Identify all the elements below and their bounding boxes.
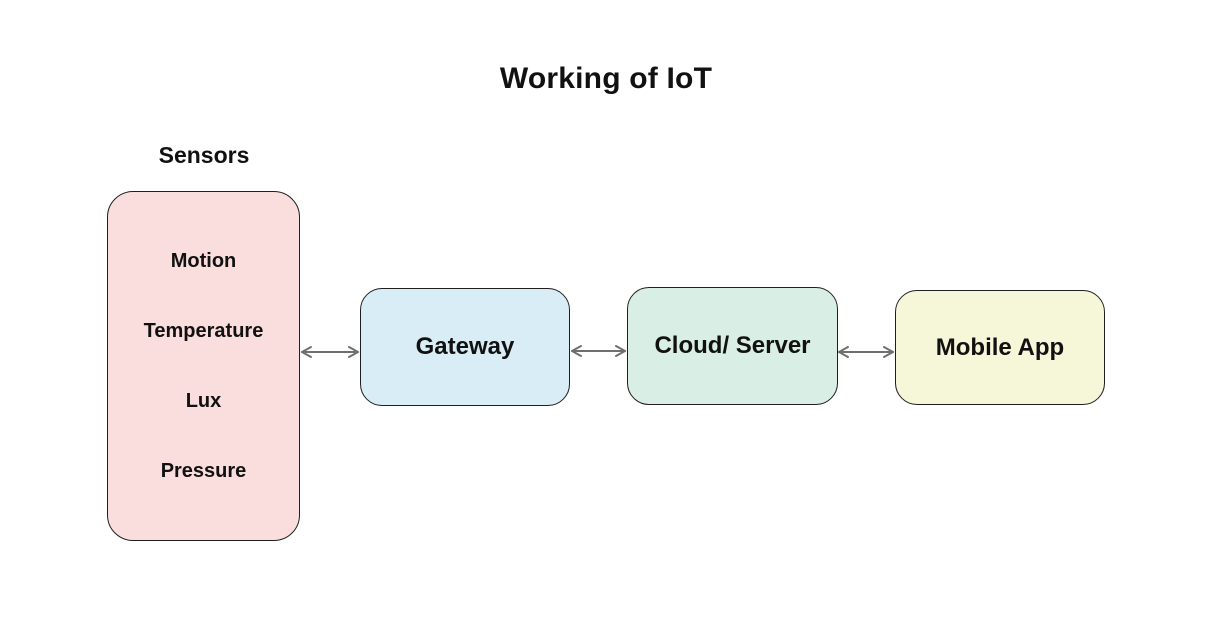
sensor-item-motion: Motion [170, 250, 237, 272]
arrow-sensors-gateway [301, 346, 359, 358]
cloud-server-label: Cloud/ Server [654, 332, 811, 359]
arrowhead-left-icon [301, 346, 312, 358]
sensor-item-lux: Lux [185, 390, 222, 412]
sensor-item-temperature: Temperature [143, 320, 264, 342]
arrowhead-left-icon [838, 346, 849, 358]
arrow-cloud-mobile [838, 346, 894, 358]
mobile-app-node: Mobile App [895, 290, 1105, 405]
gateway-node: Gateway [360, 288, 570, 406]
sensor-item-pressure: Pressure [160, 460, 247, 482]
gateway-label: Gateway [415, 333, 515, 360]
cloud-server-node: Cloud/ Server [627, 287, 838, 405]
arrowhead-left-icon [571, 345, 582, 357]
diagram-title: Working of IoT [499, 62, 713, 95]
arrowhead-right-icon [348, 346, 359, 358]
sensors-box: Motion Temperature Lux Pressure [107, 191, 300, 541]
arrow-gateway-cloud [571, 345, 626, 357]
mobile-app-label: Mobile App [935, 333, 1065, 361]
arrowhead-right-icon [615, 345, 626, 357]
sensors-group-label: Sensors [158, 142, 250, 168]
arrowhead-right-icon [883, 346, 894, 358]
